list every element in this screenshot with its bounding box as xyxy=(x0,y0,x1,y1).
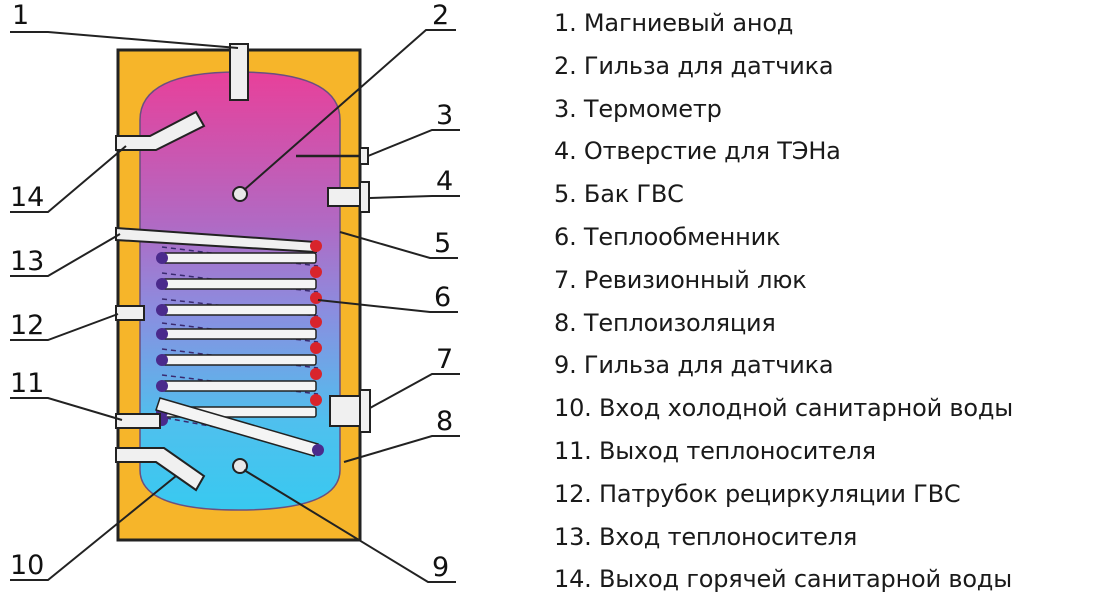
sensor-sleeve-top xyxy=(232,186,248,202)
heat-carrier-outlet-pipe xyxy=(115,413,161,429)
coil-end-right xyxy=(312,444,324,456)
leader-line-13 xyxy=(10,233,121,277)
leader-line-9 xyxy=(243,469,456,583)
coil-turn xyxy=(155,397,319,457)
legend-item: 5. Бак ГВС xyxy=(554,180,684,209)
coil-end-right xyxy=(310,292,322,304)
coil-turn xyxy=(161,328,317,340)
hot-water-outlet-pipe xyxy=(115,110,206,151)
legend-item: 7. Ревизионный люк xyxy=(554,265,807,294)
coil-end-left xyxy=(156,252,168,264)
recirculation-pipe xyxy=(115,305,145,321)
coil-turn xyxy=(161,380,317,392)
legend-item: 6. Теплообменник xyxy=(554,222,781,251)
legend-item: 3. Термометр xyxy=(554,94,722,123)
sensor-sleeve-bottom xyxy=(232,458,248,474)
legend-item: 14. Выход горячей санитарной воды xyxy=(554,565,1012,594)
inspection-hatch xyxy=(329,395,363,427)
legend-item: 9. Гильза для датчика xyxy=(554,351,834,380)
coil-turn xyxy=(161,354,317,366)
leader-line-10 xyxy=(10,475,177,581)
callout-11: 11 xyxy=(10,368,44,399)
legend-item: 13. Вход теплоносителя xyxy=(554,522,858,551)
callout-8: 8 xyxy=(436,406,453,437)
legend-item: 2. Гильза для датчика xyxy=(554,51,834,80)
leader-line-4 xyxy=(369,195,460,199)
leader-line-11 xyxy=(10,397,123,421)
callout-10: 10 xyxy=(10,550,44,581)
leader-line-12 xyxy=(10,313,119,341)
leader-line-14 xyxy=(10,145,127,213)
coil-end-right xyxy=(310,394,322,406)
callout-13: 13 xyxy=(10,246,44,277)
thermometer xyxy=(359,147,369,165)
coil-end-left xyxy=(156,328,168,340)
water-heater-diagram: 1 2 3 4 5 6 7 8 9 10 11 12 13 14 xyxy=(10,0,460,583)
callout-4: 4 xyxy=(436,166,453,197)
leader-lines xyxy=(10,29,460,583)
inspection-hatch-flange xyxy=(359,389,371,433)
callout-1: 1 xyxy=(12,0,29,31)
coil-turn xyxy=(161,278,317,290)
tank-body xyxy=(139,71,341,511)
callout-9: 9 xyxy=(432,552,449,583)
callout-14: 14 xyxy=(10,182,44,213)
leader-line-5 xyxy=(339,231,458,259)
heating-element-flange xyxy=(359,181,370,213)
heat-exchanger-coil xyxy=(115,226,324,457)
callout-7: 7 xyxy=(436,344,453,375)
legend-item: 1. Магниевый анод xyxy=(554,9,794,37)
leader-line-7 xyxy=(369,373,460,409)
legend-item: 10. Вход холодной санитарной воды xyxy=(554,394,1013,423)
coil-end-left xyxy=(156,278,168,290)
callout-5: 5 xyxy=(434,228,451,259)
heating-element-opening xyxy=(327,187,363,207)
coil-end-right xyxy=(310,240,322,252)
coil-end-right xyxy=(310,368,322,380)
callout-6: 6 xyxy=(434,282,451,313)
legend-item: 4. Отверстие для ТЭНа xyxy=(554,137,841,166)
leader-line-6 xyxy=(317,299,458,313)
legend-item: 11. Выход теплоносителя xyxy=(554,436,876,465)
leader-line-8 xyxy=(343,435,460,463)
coil-turn xyxy=(161,304,317,316)
cold-water-inlet-pipe xyxy=(115,447,206,492)
coil-end-left xyxy=(156,304,168,316)
coil-turn xyxy=(161,252,317,264)
leader-line-2 xyxy=(243,29,456,191)
callout-2: 2 xyxy=(432,0,449,31)
legend-list: 1. Магниевый анод 2. Гильза для датчика … xyxy=(554,2,1013,601)
magnesium-anode xyxy=(229,43,249,101)
leader-line-3 xyxy=(367,129,460,157)
coil-end-right xyxy=(310,342,322,354)
legend-item: 8. Теплоизоляция xyxy=(554,308,776,337)
callout-12: 12 xyxy=(10,310,44,341)
coil-end-right xyxy=(310,316,322,328)
coil-end-left xyxy=(156,354,168,366)
legend-item: 12. Патрубок рециркуляции ГВС xyxy=(554,479,961,508)
coil-end-left xyxy=(156,380,168,392)
leader-line-1 xyxy=(10,31,239,49)
callout-3: 3 xyxy=(436,100,453,131)
coil-end-right xyxy=(310,266,322,278)
